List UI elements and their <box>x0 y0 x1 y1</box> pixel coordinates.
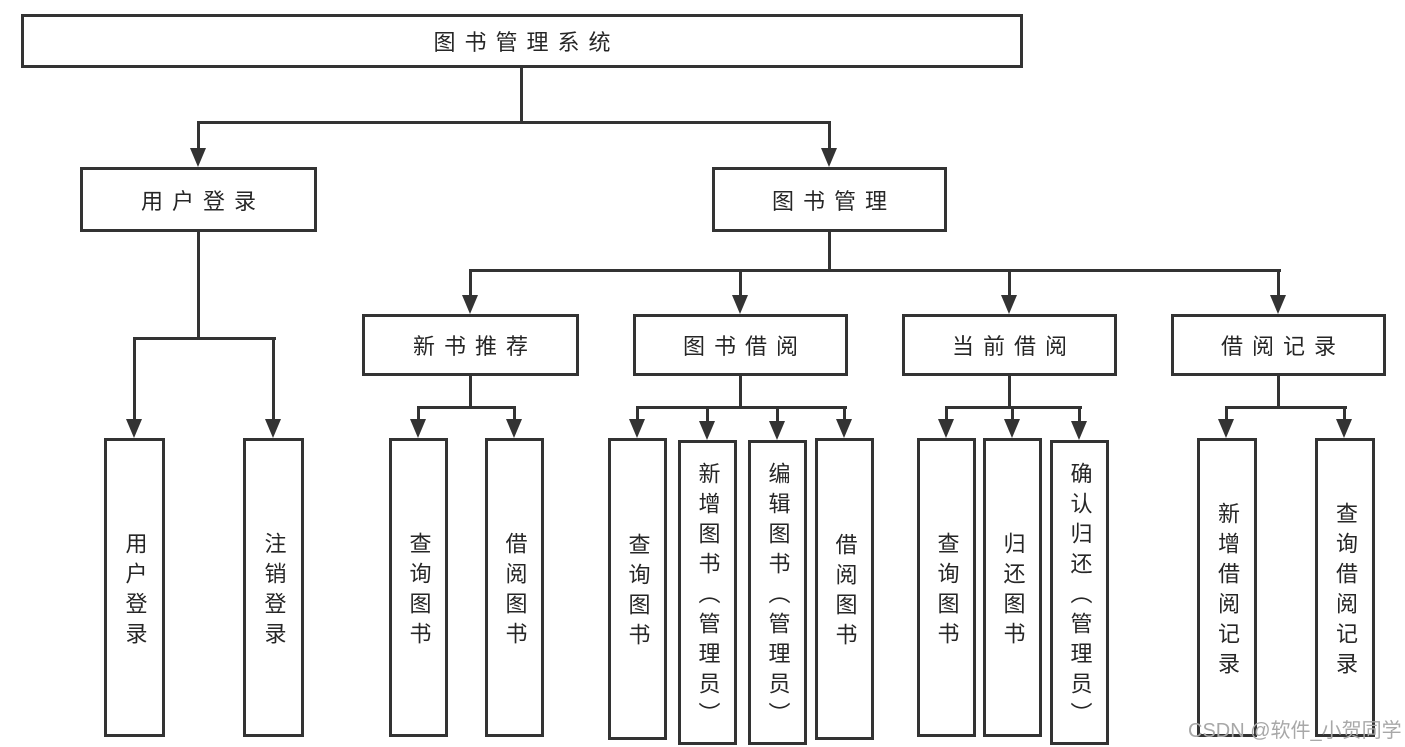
arrowhead-br-add <box>1218 419 1234 438</box>
csdn-watermark: CSDN @软件_小贺同学 <box>1188 720 1402 742</box>
connector-new-book-rec-split <box>417 406 516 409</box>
connector-stem-leaf-login <box>133 337 136 421</box>
connector-stem-leaf-logout <box>272 337 275 421</box>
connector-stem-bb-borrow <box>843 406 846 422</box>
leaf-br-add-record-label: 新增借阅记录 <box>1215 501 1240 682</box>
leaf-nbr-borrow-books-label: 借阅图书 <box>502 531 528 652</box>
arrowhead-nbr-query <box>410 419 426 438</box>
leaf-nbr-borrow-books: 借阅图书 <box>485 438 544 737</box>
connector-stem-br-query <box>1343 406 1346 422</box>
node-book-borrow-label: 图书借阅 <box>682 334 807 359</box>
arrowhead-bb-query <box>629 419 645 438</box>
leaf-cb-query-books-label: 查询图书 <box>934 531 960 652</box>
leaf-logout: 注销登录 <box>243 438 304 737</box>
connector-book-borrow-split <box>636 406 847 409</box>
leaf-cb-confirm-return-admin-label: 确认归还（管理员） <box>1067 461 1093 732</box>
connector-stem-bb-query <box>636 406 639 422</box>
node-book-mgmt: 图书管理 <box>712 167 947 232</box>
arrowhead-bb-borrow <box>836 419 852 438</box>
leaf-bb-edit-books-admin-label: 编辑图书（管理员） <box>765 461 791 732</box>
connector-stem-nbr-query <box>417 406 420 422</box>
connector-level3-split <box>469 269 1281 272</box>
arrowhead-leaf-login <box>126 419 142 438</box>
connector-stem-user-login <box>197 121 200 151</box>
node-new-book-rec: 新书推荐 <box>362 314 579 376</box>
connector-stem-cb-confirm <box>1078 406 1081 424</box>
leaf-bb-query-books-label: 查询图书 <box>625 533 651 653</box>
node-book-mgmt-label: 图书管理 <box>771 188 896 214</box>
leaf-cb-confirm-return-admin: 确认归还（管理员） <box>1050 440 1109 745</box>
arrowhead-book-mgmt <box>821 148 837 167</box>
arrowhead-cb-confirm <box>1071 421 1087 440</box>
leaf-cb-return-books: 归还图书 <box>983 438 1042 737</box>
connector-borrow-record-split <box>1225 406 1347 409</box>
leaf-br-add-record: 新增借阅记录 <box>1197 438 1257 737</box>
node-root-label: 图书管理系统 <box>433 30 620 55</box>
leaf-bb-add-books-admin-label: 新增图书（管理员） <box>695 461 721 732</box>
connector-stem-bb-add <box>706 406 709 424</box>
connector-stem-new-book-rec <box>469 269 472 299</box>
connector-current-borrow-trunk <box>1008 376 1011 409</box>
leaf-bb-borrow-books-label: 借阅图书 <box>832 533 858 653</box>
leaf-cb-query-books: 查询图书 <box>917 438 976 737</box>
arrowhead-new-book-rec <box>462 295 478 314</box>
connector-stem-bb-edit <box>776 406 779 424</box>
connector-stem-book-mgmt <box>828 121 831 151</box>
leaf-user-login: 用户登录 <box>104 438 165 737</box>
arrowhead-cb-query <box>938 419 954 438</box>
leaf-nbr-query-books-label: 查询图书 <box>406 531 432 652</box>
connector-book-borrow-trunk <box>739 376 742 409</box>
leaf-bb-query-books: 查询图书 <box>608 438 667 740</box>
leaf-logout-label: 注销登录 <box>261 531 287 652</box>
node-new-book-rec-label: 新书推荐 <box>412 334 537 359</box>
arrowhead-leaf-logout <box>265 419 281 438</box>
connector-stem-cb-return <box>1011 406 1014 422</box>
connector-borrow-record-trunk <box>1277 376 1280 409</box>
node-borrow-record: 借阅记录 <box>1171 314 1386 376</box>
leaf-br-query-record: 查询借阅记录 <box>1315 438 1375 737</box>
leaf-nbr-query-books: 查询图书 <box>389 438 448 737</box>
node-root: 图书管理系统 <box>21 14 1023 68</box>
connector-level2-split <box>197 121 831 124</box>
node-borrow-record-label: 借阅记录 <box>1220 334 1345 359</box>
leaf-bb-edit-books-admin: 编辑图书（管理员） <box>748 440 807 745</box>
arrowhead-br-query <box>1336 419 1352 438</box>
leaf-bb-add-books-admin: 新增图书（管理员） <box>678 440 737 745</box>
arrowhead-book-borrow <box>732 295 748 314</box>
arrowhead-borrow-record <box>1270 295 1286 314</box>
node-current-borrow-label: 当前借阅 <box>951 334 1076 359</box>
node-book-borrow: 图书借阅 <box>633 314 848 376</box>
connector-user-login-split <box>133 337 276 340</box>
arrowhead-nbr-borrow <box>506 419 522 438</box>
connector-stem-book-borrow <box>739 269 742 299</box>
node-current-borrow: 当前借阅 <box>902 314 1117 376</box>
arrowhead-bb-edit <box>769 421 785 440</box>
connector-root-trunk <box>520 68 523 124</box>
arrowhead-user-login <box>190 148 206 167</box>
connector-stem-nbr-borrow <box>513 406 516 422</box>
arrowhead-bb-add <box>699 421 715 440</box>
connector-user-login-trunk <box>197 232 200 340</box>
arrowhead-cb-return <box>1004 419 1020 438</box>
connector-new-book-rec-trunk <box>469 376 472 409</box>
leaf-user-login-label: 用户登录 <box>122 531 148 652</box>
node-user-login: 用户登录 <box>80 167 317 232</box>
connector-stem-borrow-record <box>1277 269 1280 299</box>
connector-stem-current-borrow <box>1008 269 1011 299</box>
leaf-br-query-record-label: 查询借阅记录 <box>1333 501 1358 682</box>
node-user-login-label: 用户登录 <box>140 188 265 214</box>
arrowhead-current-borrow <box>1001 295 1017 314</box>
connector-stem-cb-query <box>945 406 948 422</box>
leaf-cb-return-books-label: 归还图书 <box>1000 531 1026 652</box>
leaf-bb-borrow-books: 借阅图书 <box>815 438 874 740</box>
connector-book-mgmt-trunk <box>828 232 831 272</box>
connector-stem-br-add <box>1225 406 1228 422</box>
